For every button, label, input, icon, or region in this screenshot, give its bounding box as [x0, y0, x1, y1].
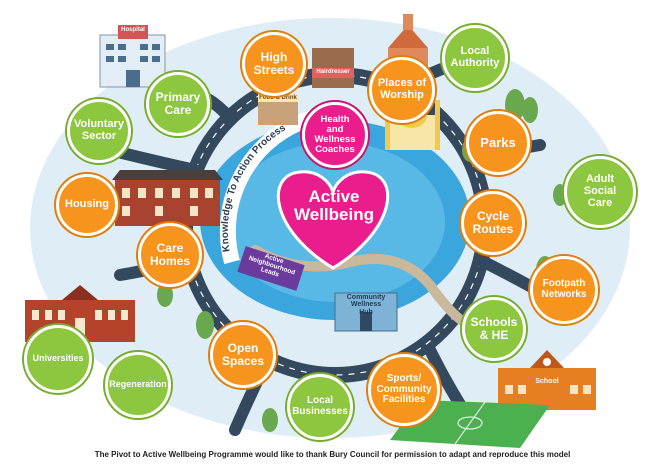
primary-care-node: Primary Care	[146, 72, 210, 136]
sports-community-facilities-node: Sports/ Community Facilities	[368, 354, 440, 426]
heart-shape	[276, 170, 390, 270]
local-businesses-node: Local Businesses	[287, 374, 353, 440]
high-streets-node: High Streets	[242, 32, 306, 96]
cycle-routes-node: Cycle Routes	[461, 191, 525, 255]
community-wellness-hub-sign: Community Wellness Hub	[346, 294, 386, 316]
health-wellness-coaches-node: Health and Wellness Coaches	[302, 102, 368, 168]
schools-he-node: Schools & HE	[462, 297, 526, 361]
active-wellbeing-title: Active Wellbeing	[294, 187, 374, 224]
hospital-building	[99, 25, 166, 88]
places-of-worship-node: Places of Worship	[369, 57, 435, 123]
housing-node: Housing	[56, 174, 118, 236]
parks-node: Parks	[466, 111, 530, 175]
hairdresser-sign: Hairdresser	[316, 69, 350, 75]
school-sign: School	[535, 378, 559, 385]
open-spaces-node: Open Spaces	[210, 322, 276, 388]
care-homes-node: Care Homes	[138, 223, 202, 287]
footer-acknowledgement: The Pivot to Active Wellbeing Programme …	[94, 450, 571, 459]
hospital-sign: Hospital	[121, 27, 145, 33]
voluntary-sector-node: Voluntary Sector	[67, 99, 131, 163]
shop-buildings	[258, 48, 354, 125]
terraced-houses	[112, 170, 223, 226]
universities-node: Universities	[24, 325, 92, 393]
wellness-hub-building	[334, 292, 398, 332]
adult-social-care-node: Adult Social Care	[564, 156, 636, 228]
school-building	[498, 350, 596, 410]
local-authority-node: Local Authority	[442, 25, 508, 91]
food-drink-sign: Food & Drink	[259, 95, 297, 101]
regeneration-node: Regeneration	[105, 352, 171, 418]
footpath-networks-node: Footpath Networks	[530, 256, 598, 324]
